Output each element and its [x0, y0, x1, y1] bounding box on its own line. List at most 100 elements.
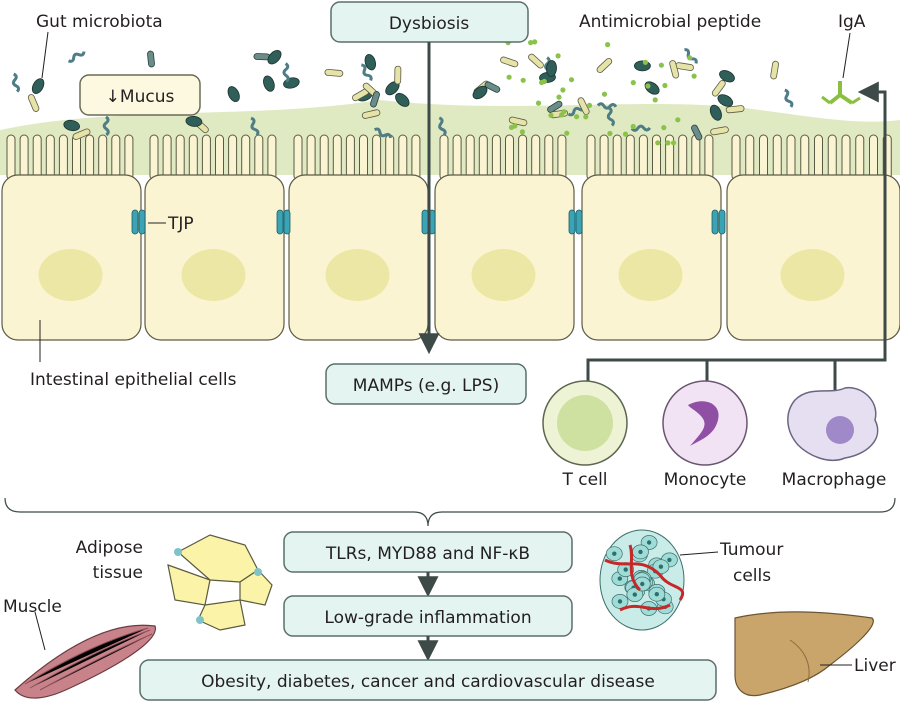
bacterium	[546, 60, 557, 77]
tumour-nucleus	[638, 549, 643, 555]
bacterium	[361, 109, 381, 119]
t-cell-icon	[542, 380, 628, 466]
bacterium	[283, 77, 300, 89]
tumour-nucleus	[612, 551, 617, 556]
bacterium	[185, 115, 203, 127]
bacterium	[250, 116, 260, 137]
cell-nucleus	[325, 249, 390, 301]
bacterium	[725, 105, 745, 114]
peptide-dot	[564, 130, 570, 136]
peptide-dot	[607, 130, 613, 137]
bacterium	[719, 70, 735, 83]
macrophage-icon	[787, 386, 879, 462]
bacterium	[596, 102, 618, 110]
bacterium	[373, 127, 393, 139]
intestinal-epithelium	[1, 134, 900, 341]
tumour-blood-vessel	[604, 544, 684, 612]
peptide-dot	[622, 131, 629, 137]
tight-junction-protein	[568, 209, 583, 235]
antimicrobial-peptide-label: Antimicrobial peptide	[579, 12, 761, 32]
peptide-dot	[605, 42, 611, 48]
tumour-label-line1: Tumour	[719, 540, 783, 560]
bacterium	[508, 116, 528, 127]
bacterium	[528, 53, 544, 69]
muscle-icon	[14, 624, 156, 699]
macrophage-label: Macrophage	[782, 470, 887, 490]
mucus-box	[79, 74, 201, 116]
disease-label: Obesity, diabetes, cancer and cardiovasc…	[201, 672, 655, 692]
bacterium	[547, 100, 563, 113]
bacterium	[102, 115, 110, 137]
tjp-label: TJP	[167, 214, 194, 234]
microvilli	[6, 134, 134, 181]
tumour-nucleus	[623, 567, 628, 572]
peptide-dot	[508, 124, 515, 130]
intestinal-epithelial-cells-label: Intestinal epithelial cells	[30, 370, 237, 390]
tight-junction-protein	[276, 209, 291, 235]
tumour-label-line2: cells	[733, 566, 771, 586]
adipose-tissue-icon	[167, 534, 273, 631]
bacterium	[324, 68, 344, 77]
cell-nucleus	[780, 249, 845, 301]
peptide-dot	[652, 97, 658, 103]
mucus-layer	[0, 100, 900, 175]
peptide-dot	[528, 40, 534, 46]
bacterium	[253, 53, 271, 61]
tumour-nucleus	[632, 592, 637, 597]
mamps-label: MAMPs (e.g. LPS)	[353, 376, 499, 396]
bacterium	[484, 81, 501, 93]
bacterium	[500, 56, 519, 68]
peptide-dot	[583, 114, 589, 120]
monocyte-label: Monocyte	[664, 470, 747, 490]
peptide-dot	[548, 112, 554, 118]
cell-nucleus	[181, 249, 246, 301]
peptide-dot	[658, 62, 665, 68]
peptide-dot	[675, 117, 681, 123]
bacterium	[364, 53, 376, 71]
peptide-dot	[670, 140, 677, 146]
peptide-dot	[520, 77, 526, 83]
peptide-dot	[665, 140, 671, 146]
adipose-label-line1: Adipose	[76, 538, 143, 558]
tumour-nucleus	[640, 581, 645, 587]
t-cell-label: T cell	[561, 470, 607, 490]
peptide-dot	[568, 77, 575, 83]
bacterium	[63, 119, 80, 132]
bacterium	[263, 75, 275, 92]
bacterium	[711, 80, 726, 97]
bacterium	[709, 104, 722, 121]
tumour-nucleus	[646, 540, 652, 545]
cell-nucleus	[38, 249, 103, 301]
tumour-cells-icon	[599, 529, 685, 631]
bacterium	[67, 51, 86, 63]
tight-junction-protein	[711, 209, 726, 235]
peptide-dot	[519, 129, 526, 135]
tumour-nucleus	[667, 557, 672, 563]
immune-feedback-connector	[586, 81, 887, 390]
tumour-leader	[679, 551, 719, 556]
microvilli	[586, 134, 714, 181]
bacterium	[717, 94, 734, 107]
inflammation-label: Low-grade inflammation	[324, 608, 531, 628]
bacterium	[438, 116, 447, 137]
bacterium	[472, 85, 488, 100]
bacterium	[361, 63, 373, 82]
adipose-label-line2: tissue	[93, 563, 143, 583]
bacterium	[395, 92, 410, 107]
bacterium	[644, 81, 660, 95]
mamps-box	[325, 363, 527, 405]
iga-label: IgA	[838, 12, 866, 32]
bacterium	[784, 88, 794, 108]
bacterium	[596, 58, 613, 73]
summary-brace	[4, 497, 896, 527]
peptide-dot	[687, 55, 693, 61]
peptide-dot	[630, 123, 636, 130]
peptide-dot	[661, 125, 667, 131]
mucus-label: ↓Mucus	[106, 87, 175, 107]
dysbiosis-label: Dysbiosis	[389, 14, 470, 34]
bacterium	[691, 124, 703, 141]
antimicrobial-peptide-dots	[505, 39, 697, 146]
tlr-label: TLRs, MYD88 and NF-κB	[325, 544, 530, 564]
peptide-dot	[601, 91, 608, 97]
peptide-dot	[506, 74, 512, 80]
